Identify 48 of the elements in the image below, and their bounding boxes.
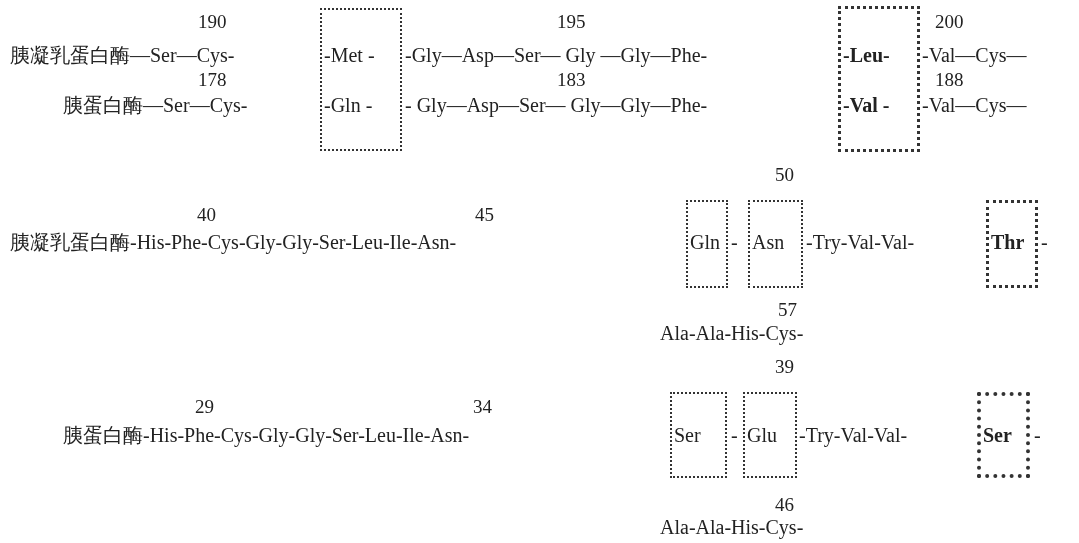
residue-number: 39: [775, 356, 794, 378]
highlight-box: [838, 6, 920, 152]
sequence-text: 胰凝乳蛋白酶-His-Phe-Cys-Gly-Gly-Ser-Leu-Ile-Asn-: [10, 231, 457, 253]
residue-number: 183: [557, 69, 586, 91]
residue-label: Gln: [690, 231, 720, 253]
sequence-text: - Gly—Asp—Ser— Gly—Gly—Phe-: [405, 94, 708, 116]
residue-number: 57: [778, 299, 797, 321]
residue-number: 46: [775, 494, 794, 516]
bond-dash: -: [731, 424, 738, 446]
residue-label: Thr: [991, 231, 1025, 253]
highlight-box: [320, 8, 402, 151]
sequence-text: 胰凝乳蛋白酶—Ser—Cys-: [10, 44, 235, 66]
highlight-box: [977, 392, 1030, 478]
bond-dash: -: [731, 231, 738, 253]
sequence-text: -Val—Cys—: [922, 44, 1027, 66]
residue-label: -Val -: [843, 94, 890, 116]
bond-dash: -: [1041, 231, 1048, 253]
residue-label: Ser: [674, 424, 701, 446]
highlight-box: [743, 392, 797, 478]
highlight-box: [670, 392, 727, 478]
highlight-box: [748, 200, 803, 288]
residue-label: -Met -: [324, 44, 375, 66]
sequence-text: -Try-Val-Val-: [806, 231, 915, 253]
residue-number: 40: [197, 204, 216, 226]
sequence-text: -Gly—Asp—Ser— Gly —Gly—Phe-: [405, 44, 708, 66]
residue-number: 195: [557, 11, 586, 33]
sequence-text: 胰蛋白酶-His-Phe-Cys-Gly-Gly-Ser-Leu-Ile-Asn-: [63, 424, 470, 446]
residue-label: Ser: [983, 424, 1012, 446]
residue-number: 34: [473, 396, 492, 418]
sequence-text: Ala-Ala-His-Cys-: [660, 516, 804, 538]
highlight-box: [686, 200, 728, 288]
residue-number: 200: [935, 11, 964, 33]
residue-label: -Leu-: [843, 44, 890, 66]
residue-number: 188: [935, 69, 964, 91]
residue-label: -Gln -: [324, 94, 373, 116]
residue-number: 190: [198, 11, 227, 33]
sequence-text: Ala-Ala-His-Cys-: [660, 322, 804, 344]
residue-number: 50: [775, 164, 794, 186]
sequence-text: 胰蛋白酶—Ser—Cys-: [63, 94, 248, 116]
bond-dash: -: [1034, 424, 1041, 446]
residue-number: 178: [198, 69, 227, 91]
residue-number: 45: [475, 204, 494, 226]
residue-label: Glu: [747, 424, 777, 446]
highlight-box: [986, 200, 1038, 288]
residue-label: Asn: [752, 231, 785, 253]
sequence-text: -Val—Cys—: [922, 94, 1027, 116]
sequence-text: -Try-Val-Val-: [799, 424, 908, 446]
residue-number: 29: [195, 396, 214, 418]
